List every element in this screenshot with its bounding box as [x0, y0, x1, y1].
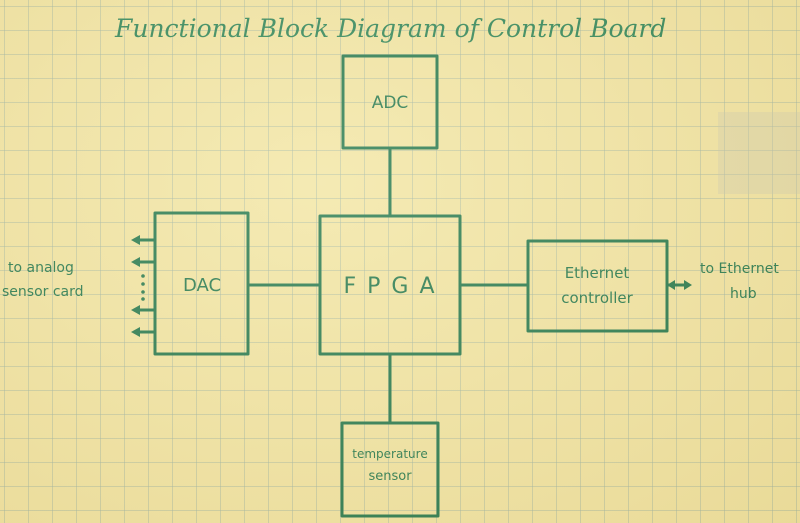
- ellipsis-dot: [141, 282, 145, 286]
- analog-annotation-line2: sensor card: [2, 284, 84, 300]
- ethernet-controller-block: [526, 239, 669, 333]
- fpga-label: F P G A: [344, 274, 437, 299]
- hub-annotation-line1: to Ethernet: [700, 261, 779, 277]
- ethernet-label-line2: controller: [561, 289, 633, 307]
- ellipsis-dot: [141, 297, 145, 301]
- temperature-label-line1: temperature: [352, 447, 427, 461]
- diagram-title: Functional Block Diagram of Control Boar…: [114, 14, 666, 43]
- adc-label: ADC: [372, 93, 409, 113]
- dac-output-arrows: [131, 235, 157, 337]
- hub-annotation-line2: hub: [730, 286, 757, 302]
- dac-output-arrow-icon: [131, 305, 140, 315]
- ellipsis-dot: [141, 290, 145, 294]
- dac-output-arrow-icon: [131, 327, 140, 337]
- paper-smudge: [718, 112, 800, 194]
- temperature-label-line2: sensor: [368, 469, 412, 484]
- analog-annotation-line1: to analog: [8, 260, 74, 276]
- hub-arrow-left-icon: [667, 280, 675, 290]
- ellipsis-dot: [141, 274, 145, 278]
- ethernet-label-line1: Ethernet: [565, 264, 630, 282]
- dac-label: DAC: [183, 275, 221, 296]
- dac-output-arrow-icon: [131, 235, 140, 245]
- dac-output-arrow-icon: [131, 257, 140, 267]
- hub-arrow-right-icon: [684, 280, 692, 290]
